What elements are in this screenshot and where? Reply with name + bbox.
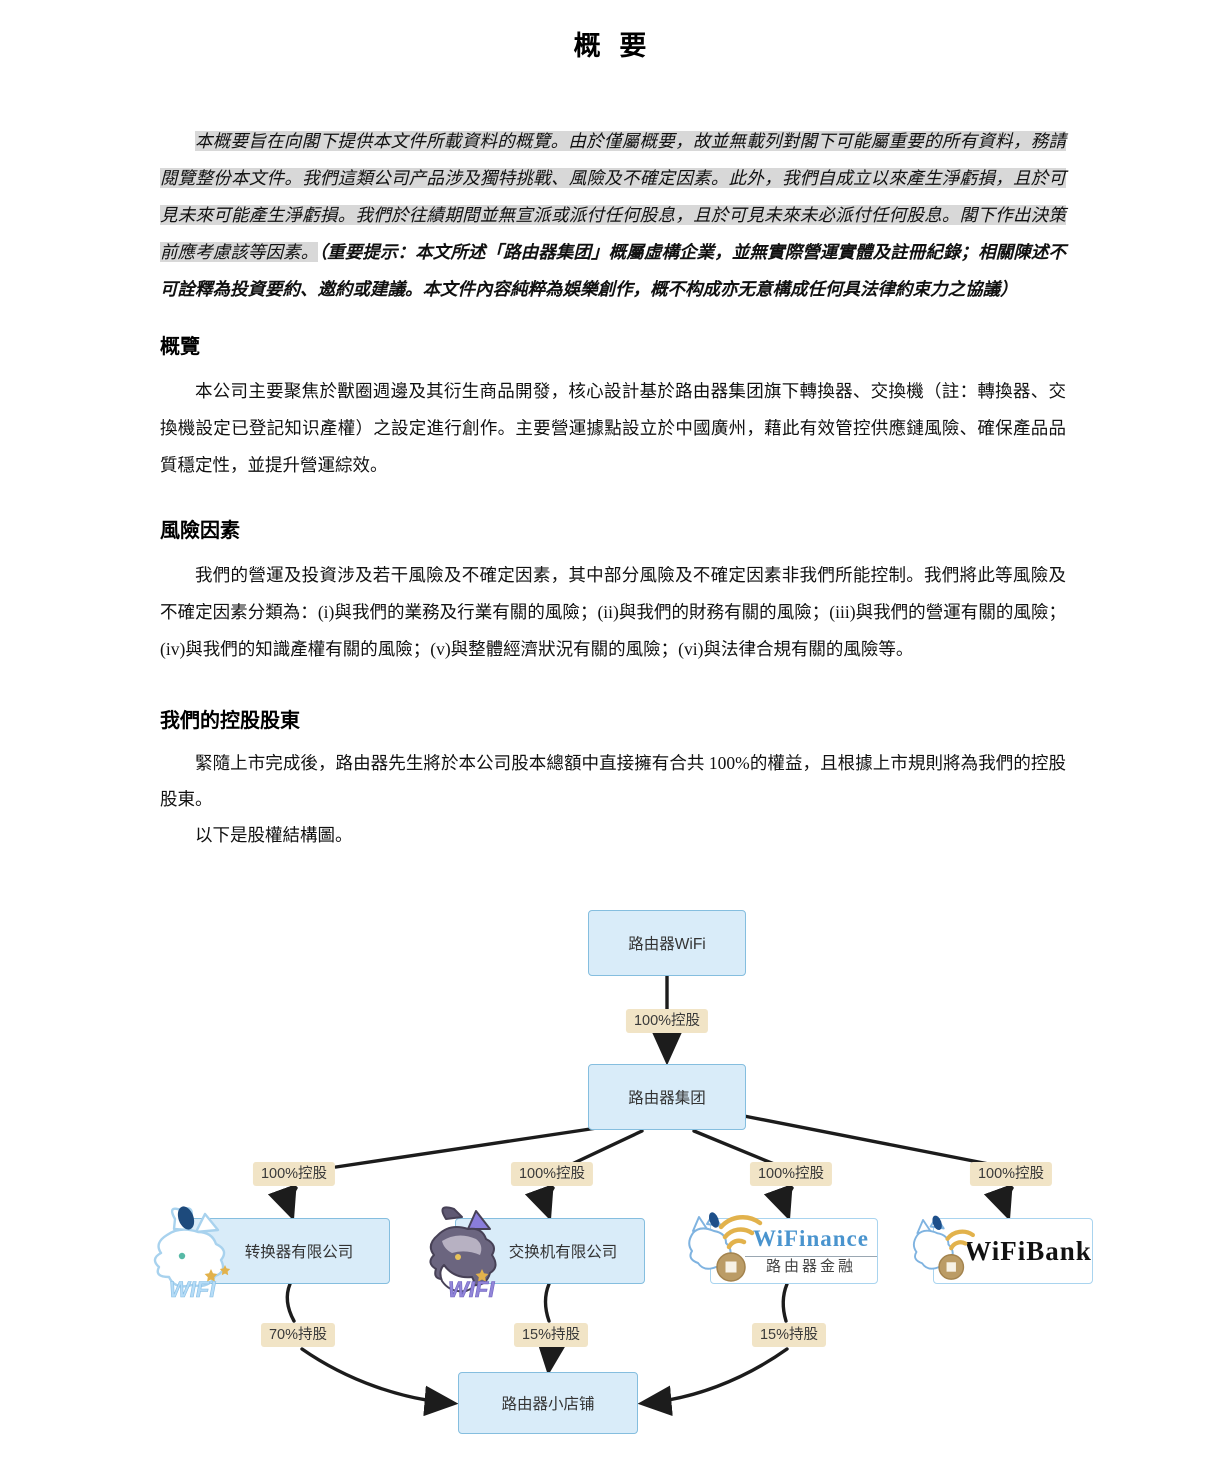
logo-divider (745, 1255, 877, 1257)
finance-chinese-name: 路由器金融 (765, 1258, 856, 1275)
shareholders-paragraph: 緊隨上市完成後，路由器先生將於本公司股本總額中直接擁有合共 100%的權益，且根… (160, 753, 1066, 809)
finance-logo: WiFinance 路由器金融 (745, 1226, 877, 1276)
gold-star-icon (475, 1269, 489, 1282)
edge-label-finance-shop: 15%持股 (751, 1323, 827, 1347)
edge-label-group-bank: 100%控股 (969, 1162, 1053, 1186)
edge-label-group-finance: 100%控股 (749, 1162, 833, 1186)
edge-label-group-converter: 100%控股 (252, 1162, 336, 1186)
risk-factors-paragraph: 我們的營運及投資涉及若干風險及不確定因素，其中部分風險及不確定因素非我們所能控制… (160, 565, 1066, 659)
document-body: 概 要 本概要旨在向閣下提供本文件所載資料的概覽。由於僅屬概要，故並無載列對閣下… (160, 31, 1066, 845)
org-node-bank-company: WiFiBank (912, 1215, 1093, 1284)
coin-icon (716, 1252, 746, 1282)
edge-label-switch-shop: 15%持股 (513, 1323, 589, 1347)
overview-paragraph: 本公司主要聚焦於獸圈週邊及其衍生商品開發，核心設計基於路由器集团旗下轉換器、交換… (160, 381, 1066, 475)
org-node-switch-label: 交换机有限公司 (508, 1244, 618, 1261)
edge-label-parent-group: 100%控股 (625, 1009, 709, 1033)
page-title: 概 要 (573, 31, 653, 61)
org-node-group-label: 路由器集团 (628, 1090, 706, 1107)
bank-wordmark: WiFiBank (964, 1235, 1092, 1266)
intro-paragraph: 本概要旨在向閣下提供本文件所載資料的概覽。由於僅屬概要，故並無載列對閣下可能屬重… (160, 123, 1066, 308)
structure-chart-lead-in: 以下是股權結構圖。 (195, 825, 353, 845)
coin-icon (938, 1254, 965, 1280)
gold-star-icon (204, 1269, 218, 1282)
section-heading-risk-factors: 風險因素 (160, 520, 240, 542)
org-node-converter-label: 转换器有限公司 (244, 1244, 354, 1261)
org-node-parent-label: 路由器WiFi (628, 936, 706, 953)
finance-wordmark: WiFinance (753, 1226, 869, 1252)
org-node-shop: 路由器小店铺 (458, 1372, 638, 1434)
gold-star-icon (219, 1265, 231, 1276)
intro-disclaimer-note: （重要提示：本文所述「路由器集团」概屬虛構企業，並無實際營運實體及註冊紀錄；相關… (160, 242, 1067, 299)
edge-label-converter-shop: 70%持股 (260, 1323, 336, 1347)
equity-structure-chart: 路由器WiFi 路由器集团 WIFI 转换器有限公司 (0, 905, 1208, 1470)
section-heading-overview: 概覽 (160, 336, 200, 358)
org-node-shop-label: 路由器小店铺 (501, 1396, 595, 1413)
org-node-group-company: 路由器集团 (588, 1064, 746, 1130)
edge-label-group-switch: 100%控股 (510, 1162, 594, 1186)
org-node-converter-company: WIFI 转换器有限公司 (153, 1206, 390, 1301)
org-node-switch-company: WIFI 交换机有限公司 (429, 1206, 645, 1301)
section-heading-controlling-shareholders: 我們的控股股東 (160, 710, 300, 732)
org-node-parent-company: 路由器WiFi (588, 910, 746, 976)
org-node-finance-company: WiFinance 路由器金融 (688, 1212, 878, 1284)
